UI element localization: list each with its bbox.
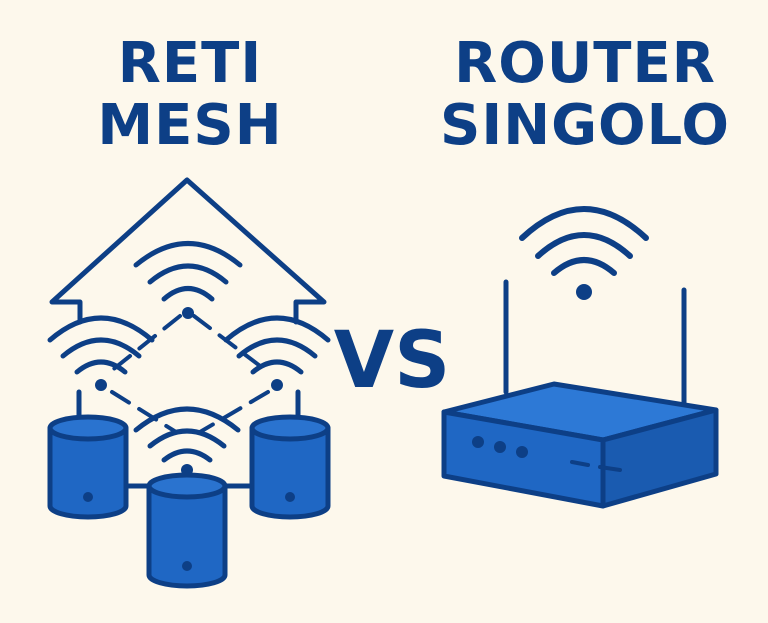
mesh-link-top-right xyxy=(192,314,270,374)
wifi-signal-icon xyxy=(223,315,331,391)
mesh-title-line2: MESH xyxy=(97,93,283,158)
versus-label: VS xyxy=(333,316,451,406)
wifi-signal-icon xyxy=(133,406,241,476)
mesh-title-line1: RETI xyxy=(117,31,263,96)
wifi-router-icon xyxy=(441,279,719,509)
mesh-network-title: RETI MESH xyxy=(40,36,340,154)
router-port-slots xyxy=(570,460,622,472)
wifi-signal-icon xyxy=(47,315,155,391)
wifi-signal-icon xyxy=(133,241,243,319)
mesh-link-right-center xyxy=(198,390,270,434)
mesh-link-left-center xyxy=(110,390,178,434)
mesh-node-cylinder-icon xyxy=(47,414,129,520)
mesh-link-top-left xyxy=(108,314,182,374)
house-outline-icon xyxy=(49,177,327,325)
wifi-signal-icon xyxy=(519,206,649,300)
mesh-links xyxy=(108,314,270,434)
mesh-node-cylinder-icon xyxy=(249,414,331,520)
single-router-title: ROUTER SINGOLO xyxy=(420,36,750,154)
mesh-node-cylinder-icon xyxy=(146,472,228,589)
router-status-lights xyxy=(472,436,528,458)
router-title-line1: ROUTER xyxy=(454,31,716,96)
router-title-line2: SINGOLO xyxy=(440,93,730,158)
